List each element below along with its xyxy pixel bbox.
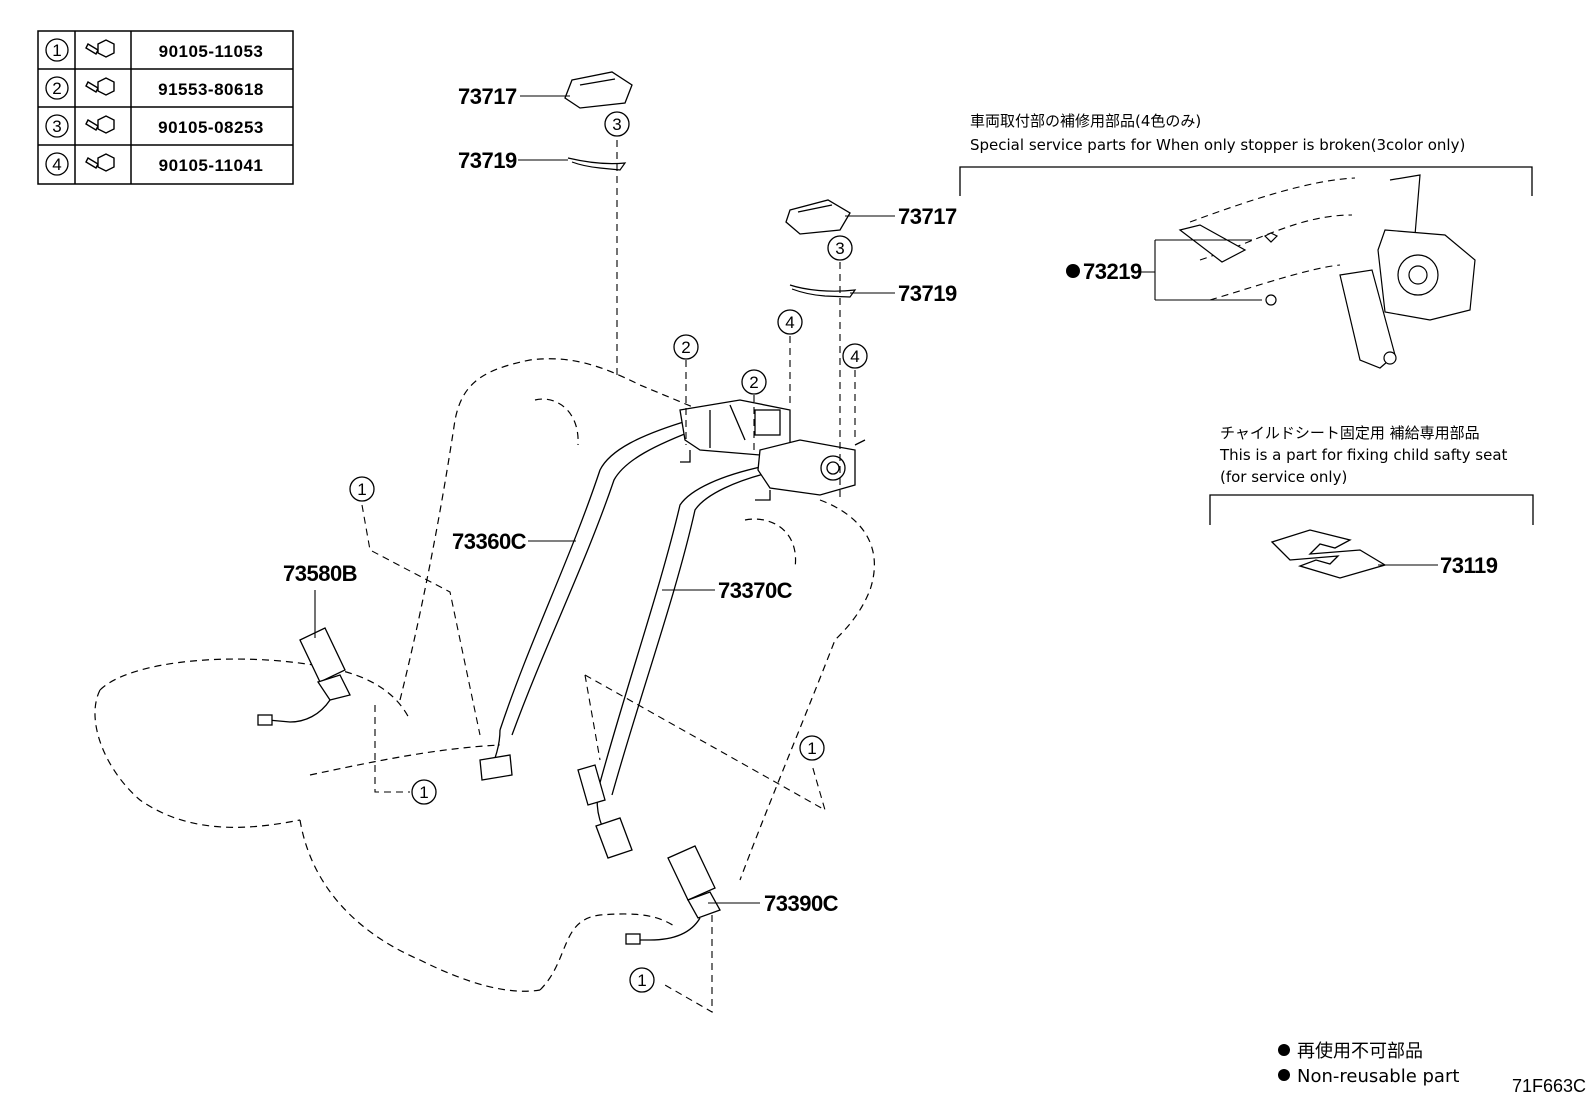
- retractor-right: [755, 439, 866, 501]
- callout-number: 3: [52, 117, 61, 136]
- callout-numbers: 3 3 2 2 4 4 1 1 1 1: [357, 115, 859, 990]
- stopper-service-section: 車両取付部の補修用部品(4色のみ) Special service parts …: [959, 112, 1533, 369]
- seat-outline: [94, 358, 875, 992]
- fastener-row-2: 2 91553-80618: [45, 76, 264, 100]
- part-label-73390C: 73390C: [764, 891, 839, 916]
- non-reusable-icon: [1066, 264, 1080, 278]
- bolt-icon: [85, 39, 115, 58]
- callout-number: 4: [52, 155, 61, 174]
- part-labels: 73717 73719 73717 73719 73360C 73370C 73…: [283, 84, 957, 916]
- child-note-en2: (for service only): [1220, 468, 1347, 486]
- fastener-row-4: 4 90105-11041: [45, 152, 264, 176]
- bolt-icon: [85, 153, 115, 172]
- callout-number: 1: [52, 41, 61, 60]
- callout-number: 4: [850, 347, 859, 366]
- retractor-left: [679, 399, 791, 463]
- callout-number: 1: [357, 480, 366, 499]
- callout-number: 4: [785, 313, 794, 332]
- fastener-part-number: 90105-08253: [158, 118, 264, 137]
- callout-number: 2: [749, 373, 758, 392]
- part-label-73719: 73719: [458, 148, 517, 173]
- buckle-73580B: [257, 627, 351, 726]
- figure-code: 71F663C: [1512, 1076, 1586, 1096]
- stopper-note-jp: 車両取付部の補修用部品(4色のみ): [970, 112, 1201, 130]
- callout-circles: [349, 111, 868, 993]
- stopper-note-en: Special service parts for When only stop…: [970, 136, 1465, 154]
- fastener-row-1: 1 90105-11053: [45, 38, 264, 62]
- child-note-en1: This is a part for fixing child safty se…: [1219, 446, 1508, 464]
- leader-lines: [314, 95, 895, 904]
- callout-number: 1: [419, 783, 428, 802]
- child-seat-bracket: [1270, 529, 1387, 579]
- fastener-part-number: 90105-11041: [159, 156, 264, 175]
- callout-number: 2: [681, 338, 690, 357]
- stopper-belt: [1189, 177, 1356, 301]
- fastener-row-3: 3 90105-08253: [45, 114, 264, 138]
- callout-number: 1: [637, 971, 646, 990]
- tongue-plates: [479, 754, 633, 859]
- callout-number: 2: [52, 79, 61, 98]
- child-seat-section: チャイルドシート固定用 補給専用部品 This is a part for fi…: [1209, 424, 1534, 579]
- part-label-73580B: 73580B: [283, 561, 357, 586]
- stopper-retractor: [1339, 174, 1476, 369]
- guide-73719-a: [567, 157, 627, 171]
- guide-73719-b: [789, 284, 857, 298]
- part-label-73717: 73717: [458, 84, 517, 109]
- stopper-clip: [1178, 224, 1279, 306]
- non-reusable-icon: [1278, 1069, 1290, 1081]
- fastener-dashed-lines: [361, 140, 856, 1013]
- part-label-73717: 73717: [898, 204, 957, 229]
- part-label-73370C: 73370C: [718, 578, 793, 603]
- callout-number: 3: [612, 115, 621, 134]
- legend-jp: 再使用不可部品: [1297, 1041, 1423, 1062]
- buckle-73390C: [625, 845, 721, 945]
- cover-73717-a: [564, 71, 633, 109]
- child-note-jp: チャイルドシート固定用 補給専用部品: [1220, 424, 1480, 442]
- part-label-73119: 73119: [1440, 553, 1498, 578]
- callout-number: 1: [807, 739, 816, 758]
- fastener-table: [37, 30, 294, 185]
- belt-lines: [489, 419, 781, 846]
- fastener-part-number: 91553-80618: [158, 80, 264, 99]
- cover-73717-b: [785, 199, 851, 235]
- part-label-73360C: 73360C: [452, 529, 527, 554]
- part-label-73719: 73719: [898, 281, 957, 306]
- part-label-73219: 73219: [1083, 259, 1142, 284]
- callout-number: 3: [835, 239, 844, 258]
- bolt-icon: [85, 77, 115, 96]
- legend-en: Non-reusable part: [1297, 1066, 1459, 1087]
- non-reusable-icon: [1278, 1044, 1290, 1056]
- legend: 再使用不可部品 Non-reusable part: [1278, 1041, 1459, 1087]
- fastener-part-number: 90105-11053: [159, 42, 264, 61]
- bolt-icon: [85, 115, 115, 134]
